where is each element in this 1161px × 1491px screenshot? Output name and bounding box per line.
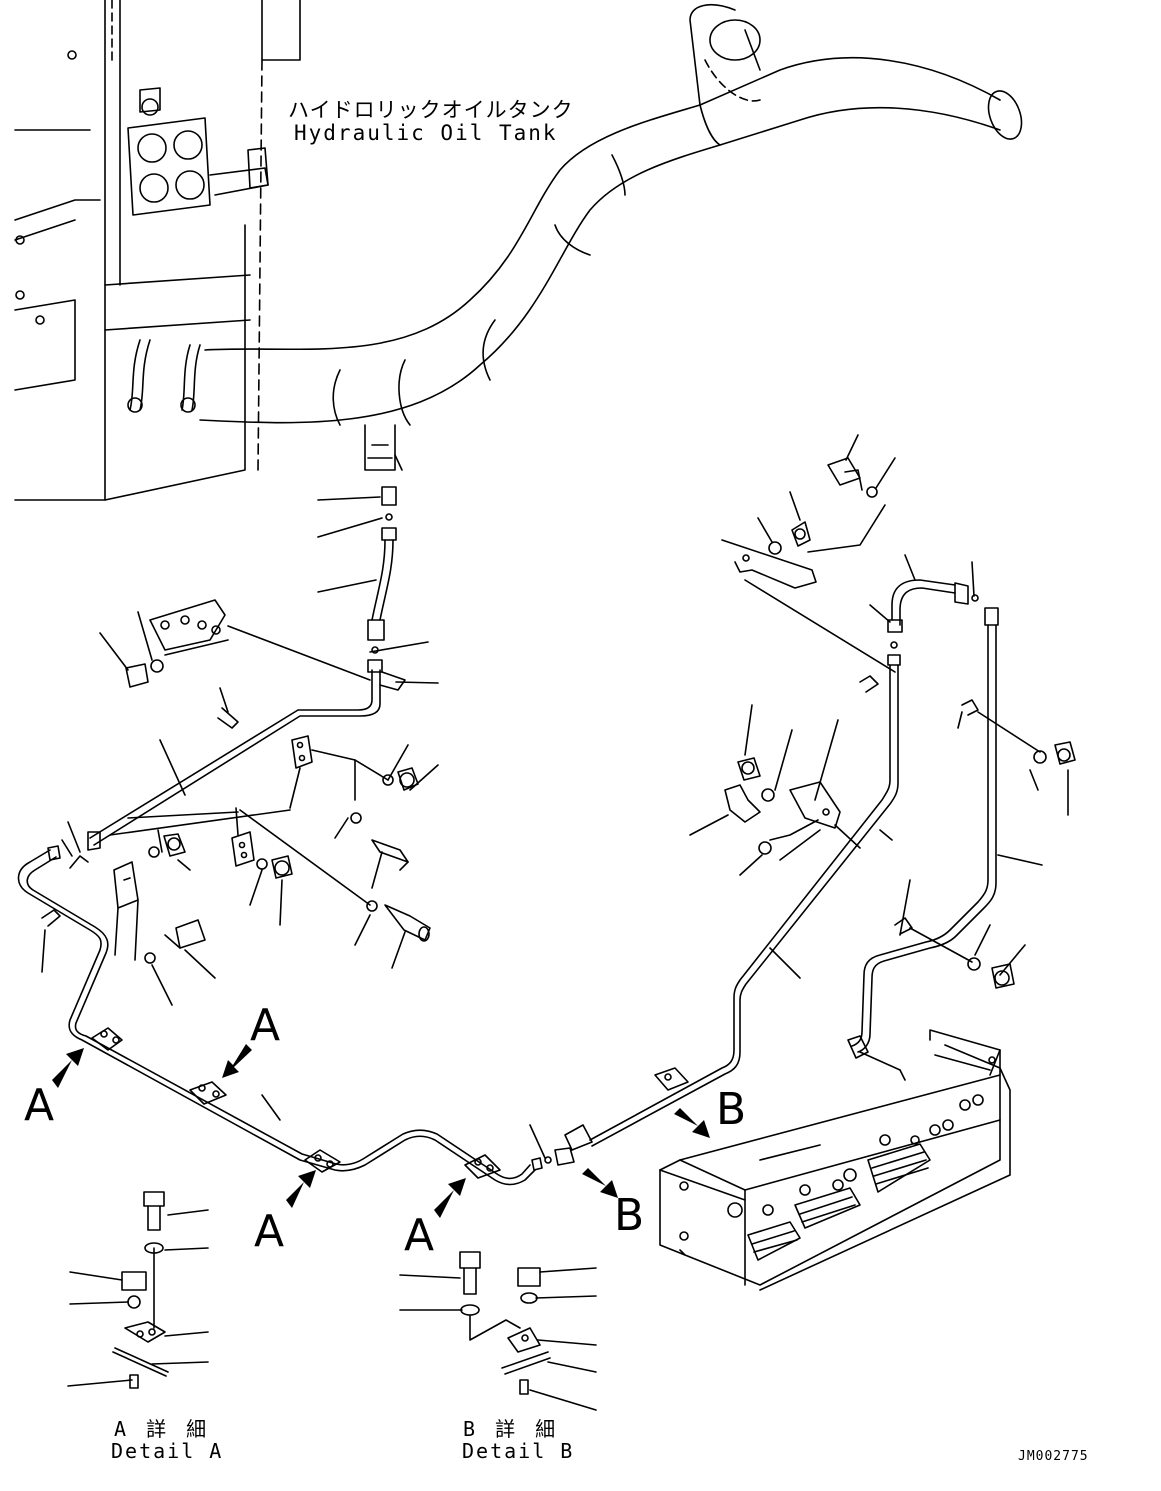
tank-label-en: Hydraulic Oil Tank <box>294 121 558 145</box>
detail-a-label-en: Detail A <box>111 1439 224 1463</box>
left-hose-assembly <box>318 487 438 690</box>
detail-a-label-jp: A 詳 細 <box>114 1417 211 1441</box>
left-bracket-hardware <box>62 600 370 868</box>
callout-b-mid: B <box>614 1190 645 1241</box>
tube-clamps <box>92 1028 688 1178</box>
callout-arrows <box>52 1044 710 1218</box>
right-hardware-top <box>722 435 895 672</box>
detail-b <box>400 1252 596 1410</box>
arrow-a2 <box>222 1044 252 1078</box>
control-valve <box>660 1030 1010 1290</box>
arrow-a3 <box>286 1170 316 1208</box>
callout-a-top: A <box>250 1000 281 1051</box>
tank-label-jp: ハイドロリックオイルタンク <box>288 98 574 122</box>
arrow-a1 <box>52 1048 84 1088</box>
callout-a-left: A <box>24 1080 55 1131</box>
callout-a-mid: A <box>254 1206 285 1257</box>
callout-a-right: A <box>404 1210 435 1261</box>
drawing-code: JM002775 <box>1018 1449 1089 1464</box>
right-hose-tube <box>590 555 1075 1146</box>
arrow-b2 <box>582 1168 618 1198</box>
detail-b-label-en: Detail B <box>462 1439 575 1463</box>
right-bracket-hardware <box>690 705 892 875</box>
hydraulic-oil-tank <box>15 0 300 500</box>
middle-fittings <box>530 1125 574 1170</box>
suction-pipe <box>200 5 1028 470</box>
callout-b-right: B <box>716 1084 747 1135</box>
tube-left-main <box>18 670 535 1185</box>
detail-b-label-jp: B 詳 細 <box>463 1417 560 1441</box>
arrow-b1 <box>674 1108 710 1138</box>
arrow-a4 <box>434 1178 466 1218</box>
mid-left-hardware <box>110 736 438 1005</box>
detail-a <box>68 1192 208 1388</box>
